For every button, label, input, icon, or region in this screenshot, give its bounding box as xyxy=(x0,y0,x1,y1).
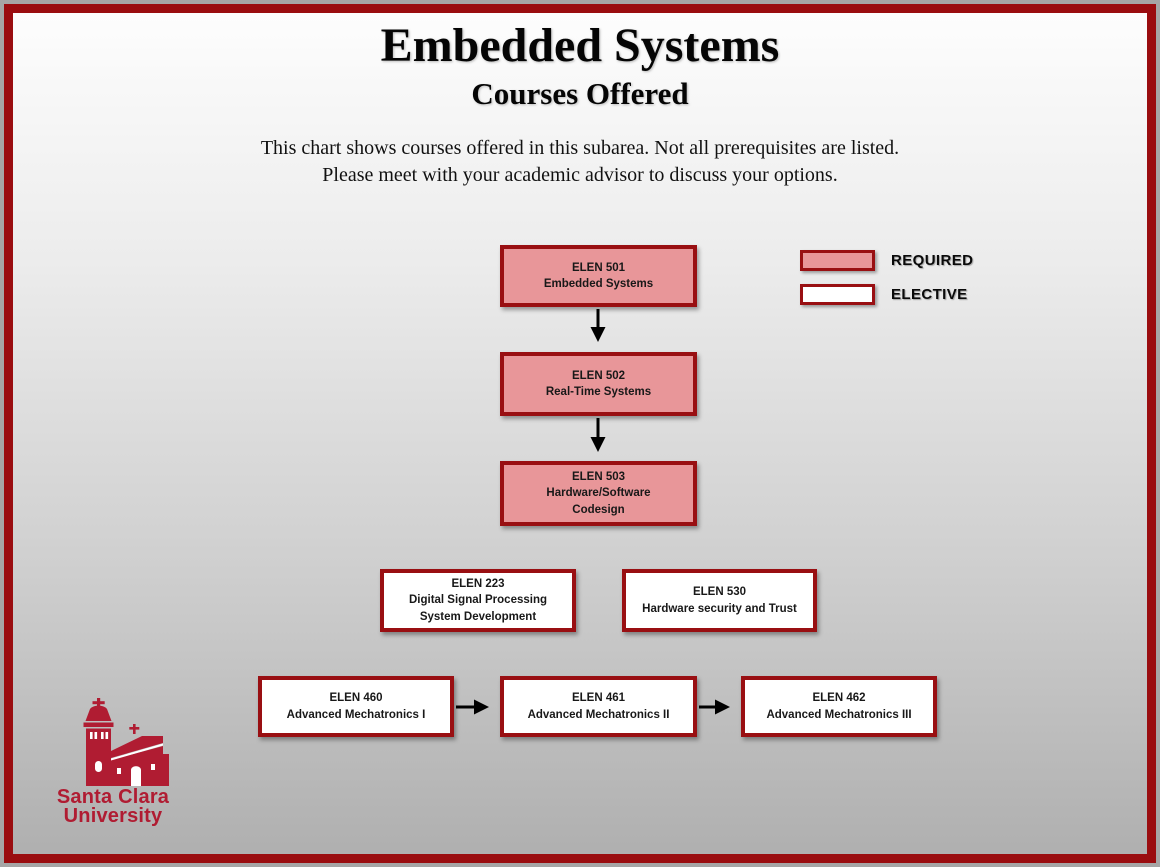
legend-item-required: REQUIRED xyxy=(800,250,973,271)
course-box-elen-223: ELEN 223 Digital Signal Processing Syste… xyxy=(380,569,576,632)
course-code: ELEN 461 xyxy=(571,692,626,705)
legend-label-elective: ELECTIVE xyxy=(891,286,968,303)
legend: REQUIRED ELECTIVE xyxy=(800,250,973,318)
description-line-1: This chart shows courses offered in this… xyxy=(260,136,900,159)
course-code: ELEN 503 xyxy=(571,471,626,484)
elective-swatch xyxy=(800,284,875,305)
description: This chart shows courses offered in this… xyxy=(0,135,1160,189)
logo-line-2: University xyxy=(63,805,163,827)
course-name: Advanced Mechatronics III xyxy=(766,708,912,721)
logo-line-1: Santa Clara xyxy=(56,786,170,808)
course-code: ELEN 530 xyxy=(692,586,747,599)
course-code: ELEN 460 xyxy=(329,692,383,705)
course-box-elen-462: ELEN 462 Advanced Mechatronics III xyxy=(741,676,937,737)
course-box-elen-501: ELEN 501 Embedded Systems xyxy=(500,245,697,307)
university-logo: Santa Clara University xyxy=(38,698,188,826)
course-name: Hardware security and Trust xyxy=(642,602,797,615)
course-box-elen-460: ELEN 460 Advanced Mechatronics I xyxy=(258,676,454,737)
course-box-elen-503: ELEN 503 Hardware/Software Codesign xyxy=(500,461,697,526)
page-title: Embedded Systems xyxy=(380,19,780,72)
mission-building-icon xyxy=(83,698,169,786)
course-code: ELEN 462 xyxy=(812,692,866,705)
course-name: Real-Time Systems xyxy=(545,386,652,398)
course-code: ELEN 501 xyxy=(571,261,626,274)
required-swatch xyxy=(800,250,875,271)
description-line-2: Please meet with your academic advisor t… xyxy=(322,163,838,186)
course-name: Digital Signal Processing System Develop… xyxy=(408,594,548,623)
course-name: Embedded Systems xyxy=(543,278,654,290)
logo-text: Santa Clara University xyxy=(38,786,188,827)
legend-item-elective: ELECTIVE xyxy=(800,284,973,305)
header: Embedded Systems Courses Offered This ch… xyxy=(0,0,1160,189)
course-code: ELEN 502 xyxy=(571,369,626,382)
course-name: Hardware/Software Codesign xyxy=(546,487,651,516)
course-name: Advanced Mechatronics II xyxy=(527,708,670,721)
legend-label-required: REQUIRED xyxy=(891,252,974,269)
course-box-elen-530: ELEN 530 Hardware security and Trust xyxy=(622,569,817,632)
course-code: ELEN 223 xyxy=(451,578,505,591)
course-box-elen-502: ELEN 502 Real-Time Systems xyxy=(500,352,697,416)
page-subtitle: Courses Offered xyxy=(471,75,689,111)
course-box-elen-461: ELEN 461 Advanced Mechatronics II xyxy=(500,676,697,737)
course-name: Advanced Mechatronics I xyxy=(286,708,426,721)
